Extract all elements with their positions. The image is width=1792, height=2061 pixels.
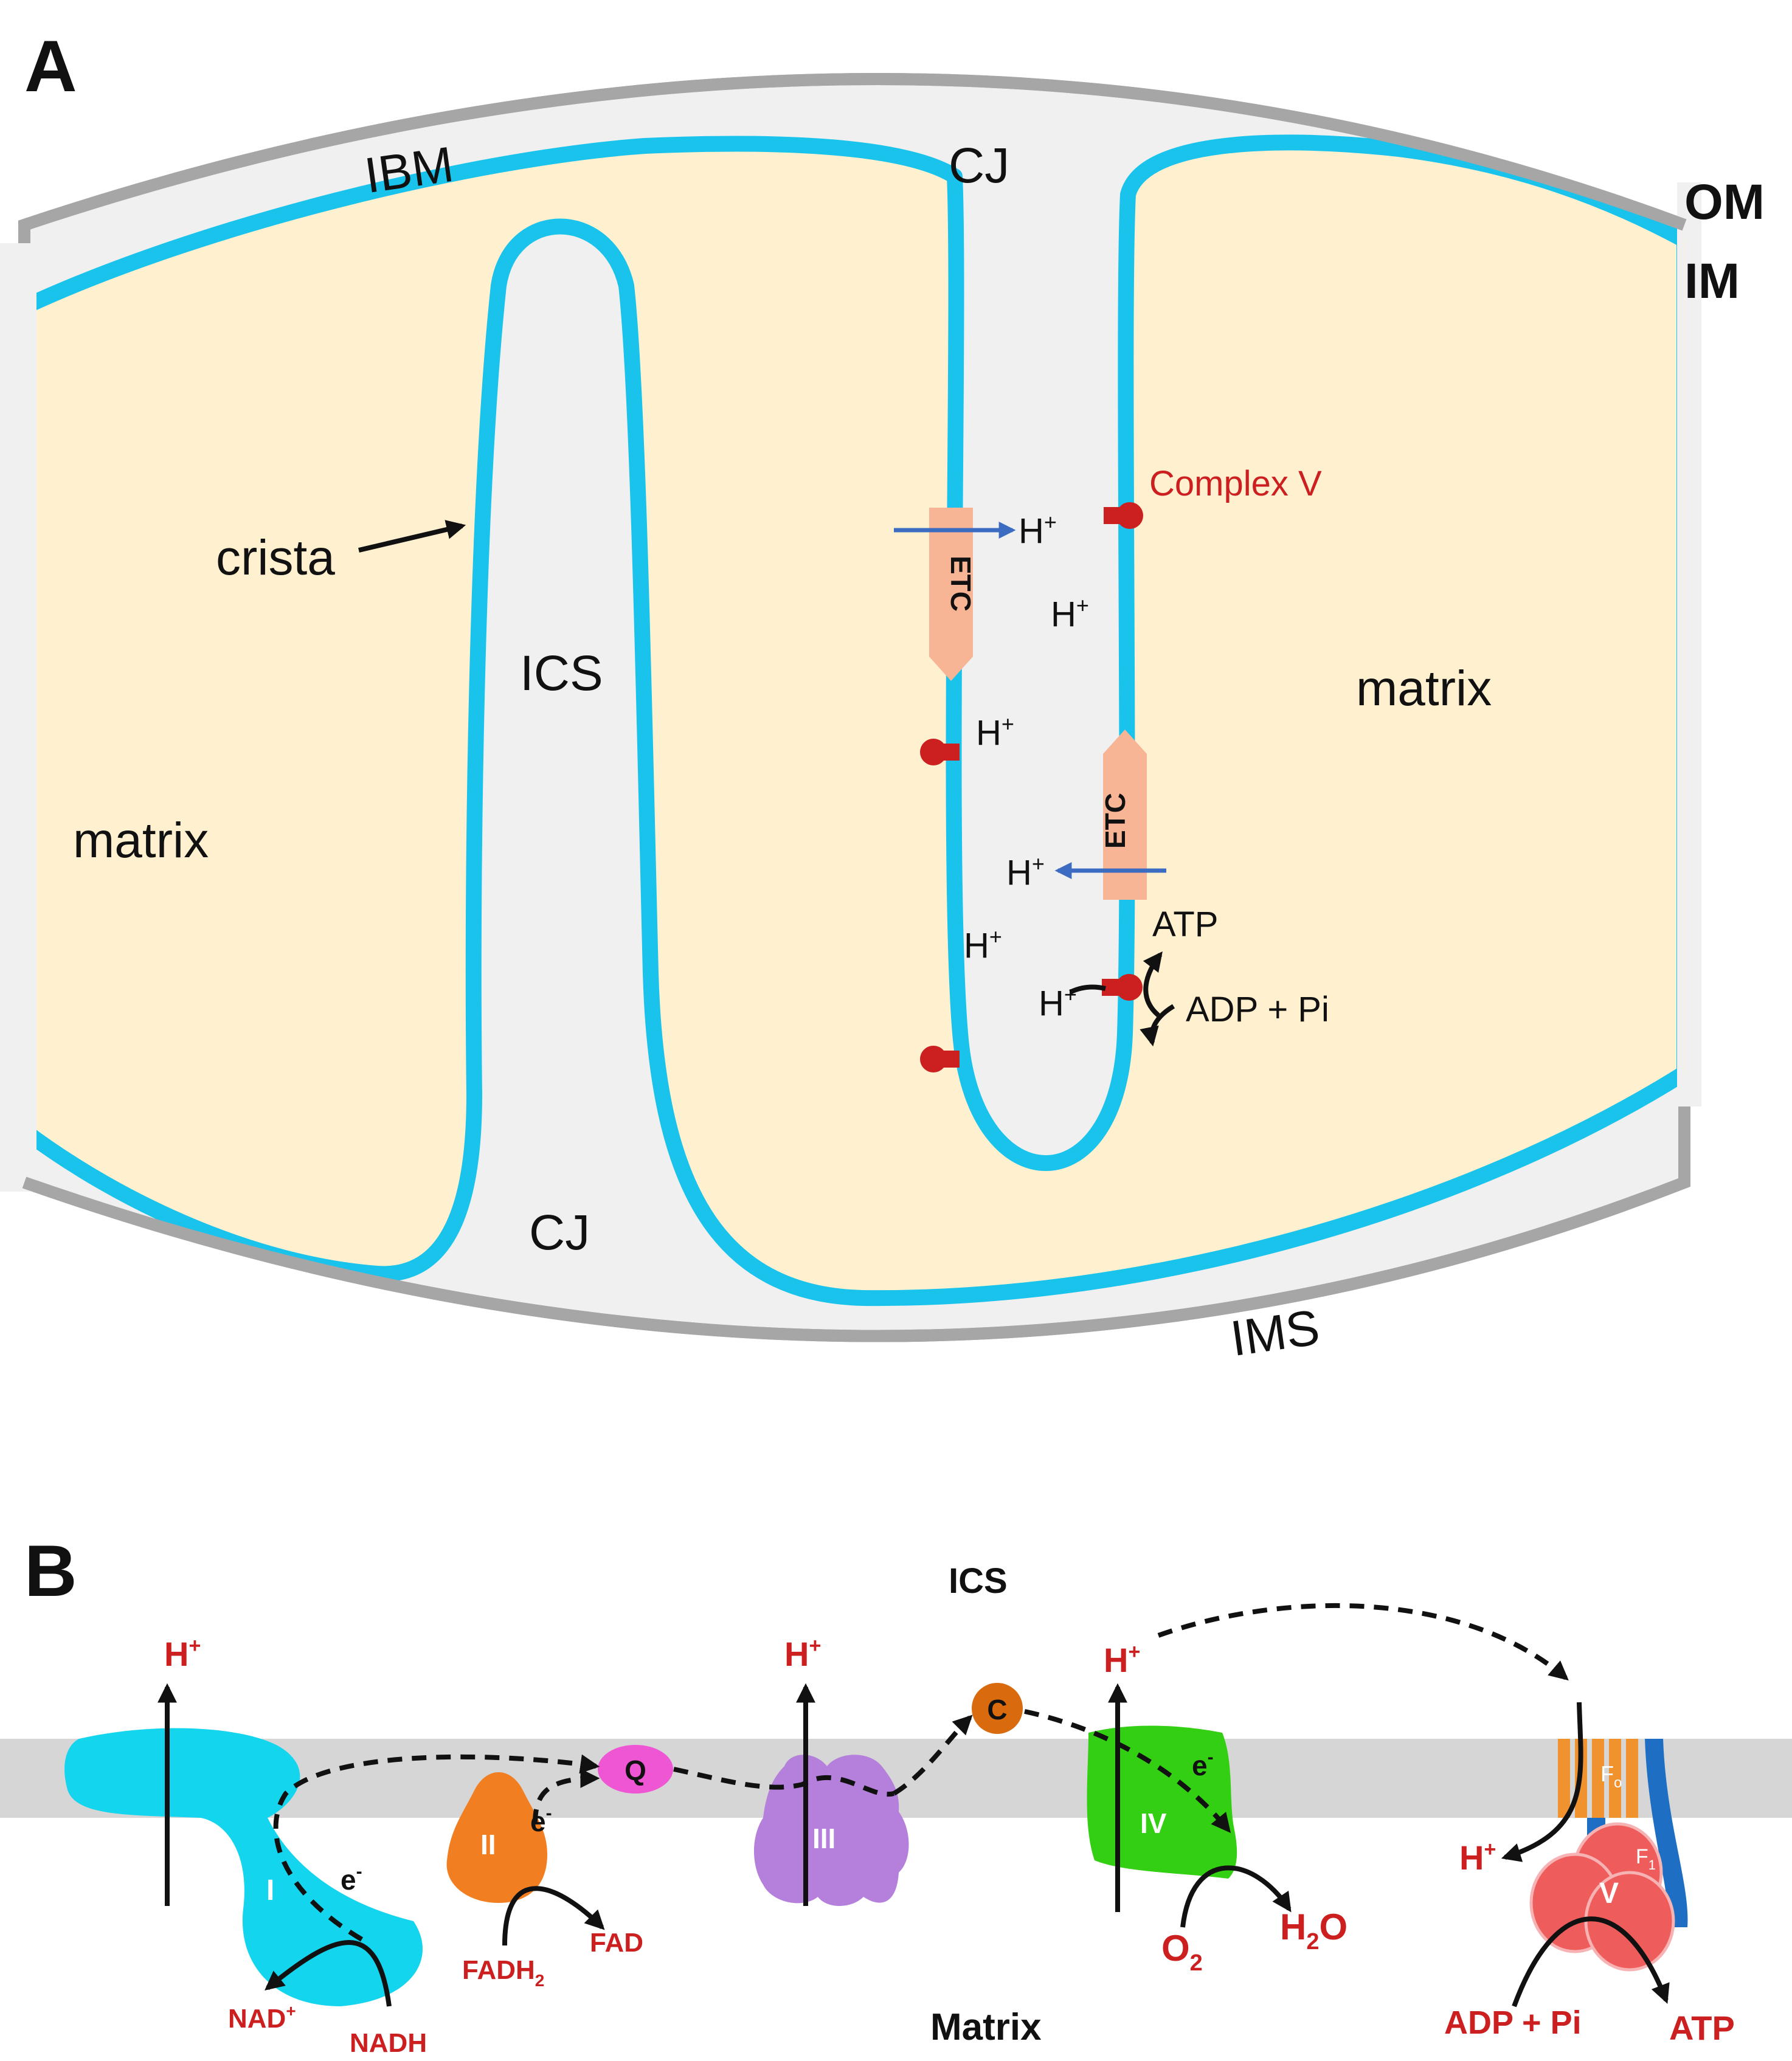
label-adp-pi-b: ADP + Pi	[1444, 2004, 1582, 2041]
h-plus-1: H+	[1019, 509, 1057, 551]
fadh2-conversion-arc	[502, 1886, 605, 1946]
proton-return-path	[1157, 1603, 1569, 1681]
label-om: OM	[1684, 174, 1765, 230]
complex-i-label: I	[266, 1874, 274, 1907]
o2-conversion-arc	[1180, 1865, 1292, 1928]
label-im: IM	[1684, 254, 1740, 309]
label-h2o: H2O	[1280, 1907, 1347, 1955]
complex-v-atp-synthase: Fo V F1	[1529, 1739, 1688, 1972]
cytochrome-c: C	[972, 1683, 1023, 1734]
label-o2: O2	[1161, 1928, 1203, 1976]
e-minus-i: e-	[341, 1862, 362, 1896]
ubiquinone-q: Q	[598, 1745, 673, 1793]
label-fad: FAD	[590, 1928, 643, 1958]
label-nad-plus: NAD+	[228, 2001, 296, 2034]
complex-iii: III	[754, 1755, 909, 1906]
etc-block-2: ETC	[1099, 730, 1147, 900]
complex-v-knob-1	[1104, 502, 1143, 529]
label-cj-bottom: CJ	[529, 1205, 590, 1260]
h-plus-2: H+	[1006, 851, 1045, 892]
electron-path-i-to-q	[273, 1754, 600, 1942]
electron-path-iii-to-c	[892, 1714, 973, 1796]
q-label: Q	[624, 1755, 646, 1786]
etc-block-1: ETC	[929, 508, 977, 681]
h-plus-b-2: H+	[784, 1634, 821, 1673]
h-plus-4: H+	[976, 711, 1014, 753]
fo-label: Fo	[1600, 1761, 1622, 1791]
electron-path-q-to-iii	[673, 1767, 894, 1797]
label-ibm: IBM	[361, 137, 457, 204]
e-minus-iv: e-	[1192, 1747, 1214, 1781]
label-ics: ICS	[520, 646, 603, 701]
complex-v-knob-2	[920, 739, 960, 765]
atp-arrow	[1143, 951, 1163, 1018]
label-matrix-left: matrix	[73, 813, 209, 868]
etc-label-1: ETC	[945, 556, 977, 612]
label-nadh: NADH	[350, 2028, 427, 2058]
proton-through-fo	[1501, 1702, 1583, 1862]
h-plus-b-3: H+	[1104, 1640, 1140, 1679]
h-plus-entry-arrow	[1069, 984, 1106, 995]
label-fadh2: FADH2	[462, 1955, 544, 1990]
h-plus-b-4: H+	[1459, 1838, 1496, 1877]
atp-synthesis-arc	[1512, 1916, 1670, 2007]
matrix-region	[16, 134, 1692, 1307]
complex-iii-label: III	[812, 1823, 835, 1854]
etc-label-2: ETC	[1099, 793, 1131, 849]
panel-a-letter: A	[24, 26, 77, 107]
label-ics-b: ICS	[949, 1561, 1008, 1601]
electron-path-c-to-iv	[1024, 1709, 1231, 1833]
nadh-conversion-arc	[265, 1940, 392, 2007]
panel-a: A OM IM IBM CJ CJ ICS IMS matrix matrix …	[0, 26, 1765, 1367]
complex-iv: IV	[1087, 1725, 1237, 1879]
label-crista: crista	[216, 530, 335, 585]
label-ims: IMS	[1227, 1300, 1323, 1367]
panel-b: B ICS Matrix I II III IV Q	[0, 1530, 1792, 2058]
label-matrix-right: matrix	[1356, 661, 1492, 716]
electron-path-ii-to-q	[533, 1769, 600, 1825]
label-atp-a: ATP	[1152, 905, 1219, 944]
complex-v-label: V	[1599, 1877, 1619, 1910]
label-matrix-b: Matrix	[930, 2006, 1042, 2048]
f1-label: F1	[1636, 1845, 1656, 1873]
complex-ii: II	[446, 1772, 547, 1903]
complex-iv-label: IV	[1140, 1807, 1167, 1839]
complex-v-knob-3	[920, 1046, 960, 1072]
label-cj-top: CJ	[949, 138, 1009, 193]
h-plus-3: H+	[1051, 593, 1089, 634]
c-label: C	[987, 1694, 1007, 1725]
adp-arrow	[1140, 1004, 1175, 1047]
complex-i: I	[64, 1728, 423, 2006]
panel-b-letter: B	[24, 1530, 77, 1612]
complex-ii-label: II	[480, 1829, 496, 1860]
h-plus-5: H+	[964, 924, 1002, 965]
e-minus-ii: e-	[530, 1803, 552, 1837]
label-adp-pi-a: ADP + Pi	[1186, 990, 1329, 1029]
label-atp-b: ATP	[1669, 2009, 1735, 2047]
crista-arrow	[358, 520, 466, 553]
stator-stalk	[1645, 1739, 1688, 1927]
h-plus-b-1: H+	[164, 1634, 201, 1673]
label-complex-v: Complex V	[1149, 464, 1322, 503]
